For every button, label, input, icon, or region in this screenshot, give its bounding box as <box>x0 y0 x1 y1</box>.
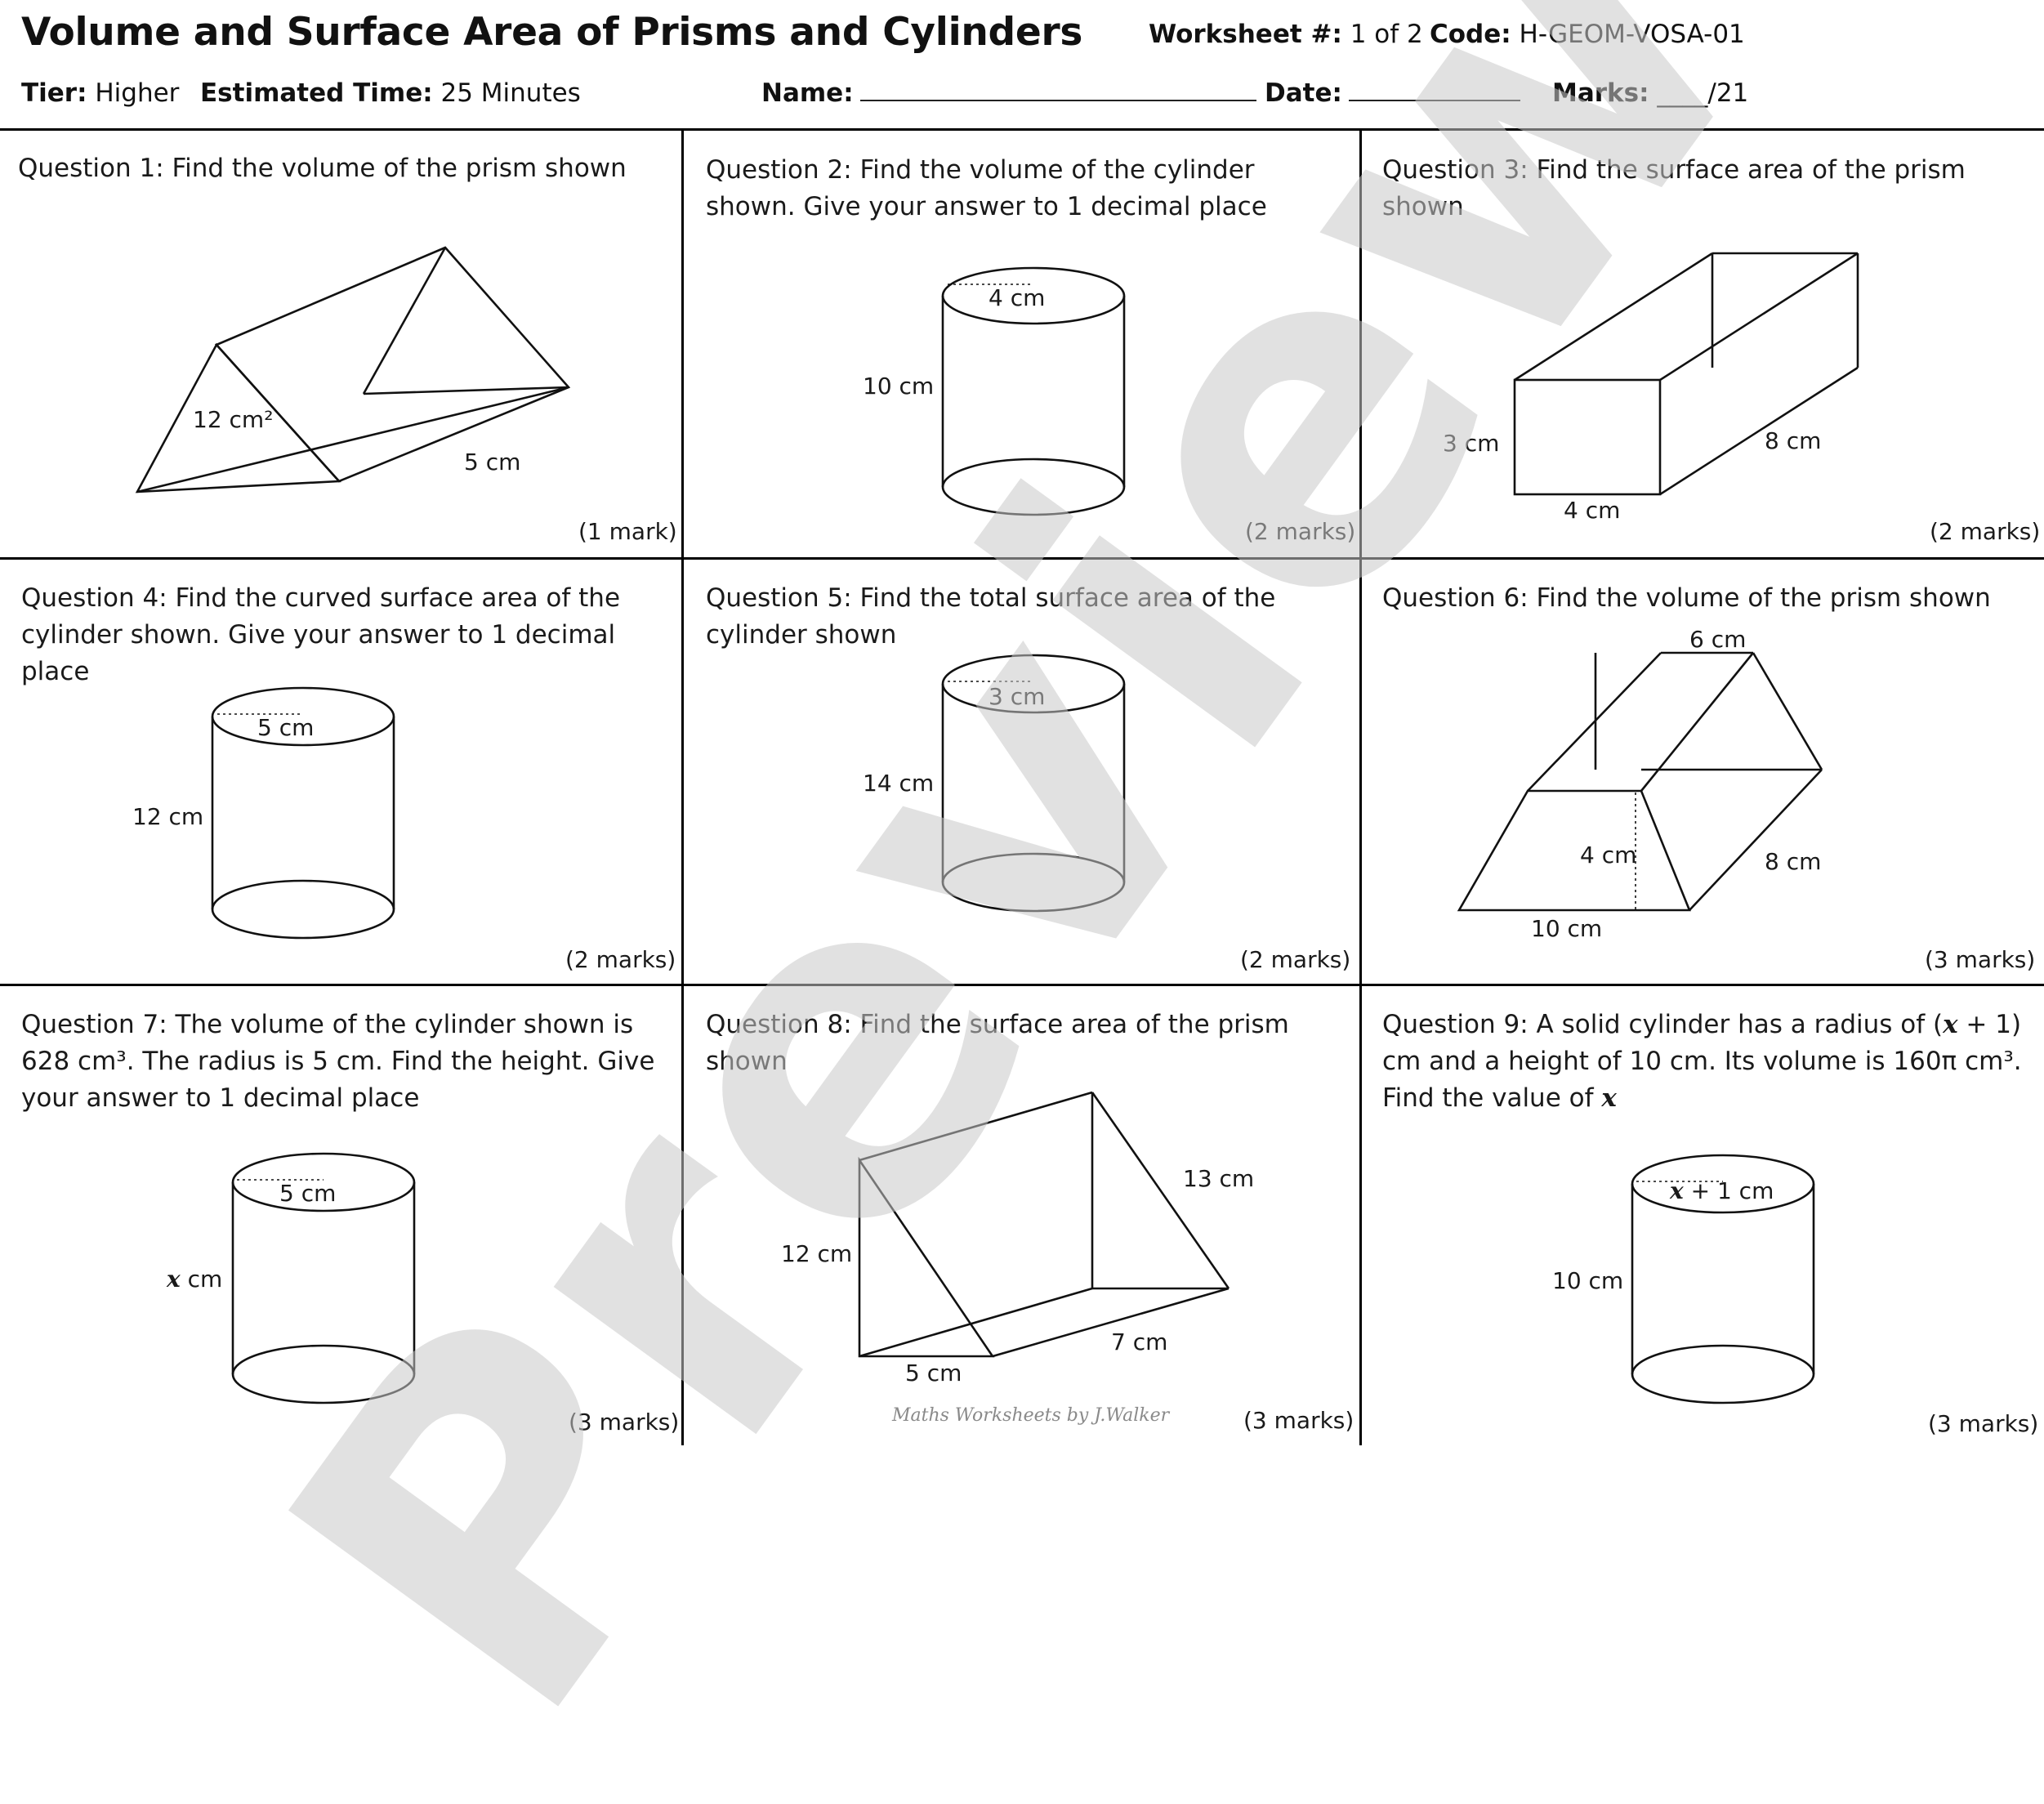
question-7-radius-label: 5 cm <box>279 1180 337 1207</box>
question-6-height-label: 4 cm <box>1580 842 1637 869</box>
question-6-base-label: 10 cm <box>1531 915 1603 942</box>
question-9-text-find: Find the value of <box>1382 1083 1602 1113</box>
question-9-text-start: Question 9: A solid cylinder has a radiu… <box>1382 1010 1944 1039</box>
author-credit: Maths Worksheets by J.Walker <box>892 1405 1170 1426</box>
question-3-cuboid <box>1513 252 1859 496</box>
question-9-find-variable: x <box>1601 1083 1617 1113</box>
name-label: Name: <box>761 78 854 108</box>
grid-line-top <box>0 128 2044 131</box>
question-7-marks: (3 marks) <box>569 1409 680 1436</box>
question-4-height-label: 12 cm <box>132 803 204 830</box>
question-5-radius-label: 3 cm <box>989 683 1046 710</box>
date-label: Date: <box>1265 78 1342 108</box>
marks-value: ____/21 <box>1657 78 1749 108</box>
question-9-text: Question 9: A solid cylinder has a radiu… <box>1382 1007 2028 1117</box>
question-7-text: Question 7: The volume of the cylinder s… <box>21 1010 655 1113</box>
worksheet-number: Worksheet #: 1 of 2 <box>1149 20 1423 49</box>
question-9-height-label: 10 cm <box>1552 1267 1624 1294</box>
question-9-radius-label: x + 1 cm <box>1670 1177 1774 1204</box>
question-8-hypotenuse-label: 13 cm <box>1183 1165 1255 1192</box>
question-3-text: Question 3: Find the surface area of the… <box>1382 155 1966 221</box>
worksheet-title: Volume and Surface Area of Prisms and Cy… <box>21 10 1083 55</box>
grid-line-col2 <box>1359 128 1362 1445</box>
question-9-radius-variable: x <box>1670 1177 1684 1204</box>
question-2-height-label: 10 cm <box>863 373 935 400</box>
question-6-text: Question 6: Find the volume of the prism… <box>1382 583 1991 613</box>
question-6-top-label: 6 cm <box>1689 626 1747 653</box>
question-8-length-label: 7 cm <box>1111 1328 1168 1355</box>
question-2-radius-label: 4 cm <box>989 284 1046 311</box>
marks-label: Marks: <box>1552 78 1649 108</box>
grid-line-row1 <box>0 557 2044 560</box>
question-6-marks: (3 marks) <box>1925 946 2036 973</box>
name-field[interactable]: Name: <box>761 78 1256 108</box>
question-8-text: Question 8: Find the surface area of the… <box>706 1010 1289 1076</box>
question-7-height-label: x cm <box>167 1266 222 1293</box>
date-blank[interactable] <box>1348 99 1520 101</box>
question-6-trapezoidal-prism <box>1457 651 1823 912</box>
question-6-length-label: 8 cm <box>1765 848 1822 875</box>
grid-line-row2 <box>0 984 2044 986</box>
marks-field[interactable]: Marks: ____/21 <box>1552 78 1748 108</box>
question-4-text: Question 4: Find the curved surface area… <box>21 583 621 686</box>
question-1-text: Question 1: Find the volume of the prism… <box>18 154 627 183</box>
question-5-cylinder <box>941 654 1126 913</box>
tier-label: Tier: <box>21 78 87 108</box>
question-2-marks: (2 marks) <box>1245 518 1356 545</box>
question-1-length-label: 5 cm <box>464 449 521 476</box>
question-4-marks: (2 marks) <box>565 946 676 973</box>
name-blank[interactable] <box>859 99 1256 101</box>
question-5-marks: (2 marks) <box>1240 946 1351 973</box>
question-1-triangular-prism <box>135 246 571 493</box>
tier: Tier: Higher <box>21 78 179 108</box>
question-1-area-label: 12 cm² <box>193 406 274 433</box>
estimated-time-label: Estimated Time: <box>200 78 433 108</box>
question-8-base-label: 5 cm <box>905 1360 962 1386</box>
question-9-radius-text: + 1 cm <box>1690 1177 1774 1204</box>
question-7-cylinder <box>231 1152 416 1404</box>
question-9-text-middle: + 1) cm and a height of 10 cm. Its volum… <box>1382 1010 2022 1076</box>
question-9-variable: x <box>1943 1010 1958 1039</box>
worksheet-code-value: H-GEOM-VOSA-01 <box>1519 20 1745 49</box>
question-9-cylinder <box>1631 1154 1815 1404</box>
question-8-triangular-prism <box>858 1091 1230 1358</box>
question-2-text: Question 2: Find the volume of the cylin… <box>706 155 1267 221</box>
estimated-time-value: 25 Minutes <box>440 78 581 108</box>
question-8-marks: (3 marks) <box>1243 1407 1354 1434</box>
tier-value: Higher <box>95 78 180 108</box>
question-3-marks: (2 marks) <box>1930 518 2041 545</box>
worksheet-code: Code: H-GEOM-VOSA-01 <box>1430 20 1745 49</box>
question-7-variable: x <box>167 1266 181 1293</box>
grid-line-col1 <box>681 128 684 1445</box>
question-8-height-label: 12 cm <box>781 1240 853 1267</box>
question-7-height-unit: cm <box>187 1266 223 1293</box>
date-field[interactable]: Date: <box>1265 78 1520 108</box>
question-4-radius-label: 5 cm <box>257 714 315 741</box>
question-1-marks: (1 mark) <box>578 518 677 545</box>
question-9-marks: (3 marks) <box>1928 1410 2039 1437</box>
question-5-text: Question 5: Find the total surface area … <box>706 583 1276 650</box>
worksheet-number-value: 1 of 2 <box>1350 20 1423 49</box>
question-5-height-label: 14 cm <box>863 770 935 797</box>
question-3-width-label: 4 cm <box>1564 497 1621 524</box>
question-4-cylinder <box>211 686 395 940</box>
estimated-time: Estimated Time: 25 Minutes <box>200 78 581 108</box>
question-2-cylinder <box>941 266 1126 516</box>
question-3-length-label: 8 cm <box>1765 427 1822 454</box>
worksheet-code-label: Code: <box>1430 20 1511 49</box>
question-3-height-label: 3 cm <box>1443 430 1500 457</box>
worksheet-number-label: Worksheet #: <box>1149 20 1342 49</box>
